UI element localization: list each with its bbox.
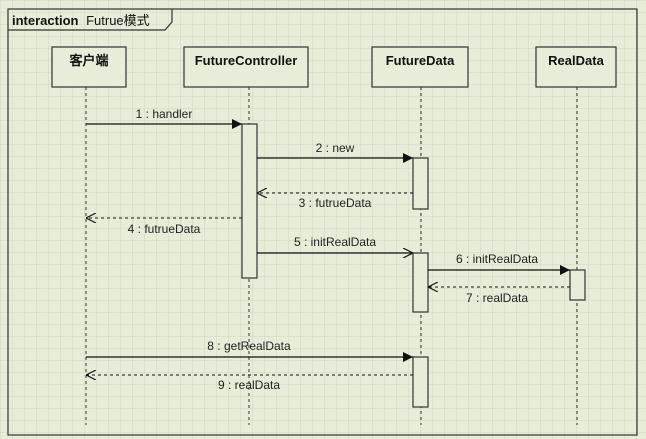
lifeline-head-box: [183, 46, 309, 88]
message-label: 3 : futrueData: [299, 196, 372, 210]
message-7: 7 : realData: [428, 287, 570, 305]
message-label: 4 : futrueData: [128, 222, 201, 236]
activation-bar-controller: [241, 123, 258, 279]
message-label: 1 : handler: [136, 107, 193, 121]
frame-title: interaction Futrue模式: [12, 13, 150, 28]
message-label: 5 : initRealData: [294, 235, 376, 249]
activation-bar-futuredata-1: [412, 157, 429, 210]
interaction-frame: [7, 8, 638, 436]
lifeline-label: FutureController: [195, 53, 298, 68]
lifeline-label: RealData: [548, 53, 604, 68]
message-label: 2 : new: [316, 141, 355, 155]
lifeline-client: 客户端: [51, 46, 127, 425]
lifeline-label: FutureData: [386, 53, 455, 68]
activation-bar-futuredata-2: [412, 252, 429, 313]
frame-title-tab: [8, 9, 173, 31]
message-label: 9 : realData: [218, 378, 280, 392]
message-label: 7 : realData: [466, 291, 528, 305]
message-6: 6 : initRealData: [428, 252, 570, 275]
lifeline-controller: FutureController: [183, 46, 309, 425]
lifeline-realdata: RealData: [535, 46, 617, 425]
frame-keyword: interaction: [12, 13, 79, 28]
lifeline-head-box: [51, 46, 127, 88]
message-label: 6 : initRealData: [456, 252, 538, 266]
message-8: 8 : getRealData: [86, 339, 413, 362]
lifeline-head-box: [371, 46, 469, 88]
message-4: 4 : futrueData: [86, 218, 242, 236]
lifeline-head-box: [535, 46, 617, 88]
activation-bar-realdata: [569, 269, 586, 301]
message-2: 2 : new: [257, 141, 413, 163]
message-9: 9 : realData: [86, 375, 413, 392]
message-label: 8 : getRealData: [207, 339, 291, 353]
message-3: 3 : futrueData: [257, 193, 413, 210]
frame-name: Futrue模式: [86, 13, 150, 28]
message-5: 5 : initRealData: [257, 235, 413, 253]
lifeline-label: 客户端: [69, 53, 108, 68]
activation-bar-futuredata-3: [412, 356, 429, 408]
message-1: 1 : handler: [86, 107, 242, 129]
